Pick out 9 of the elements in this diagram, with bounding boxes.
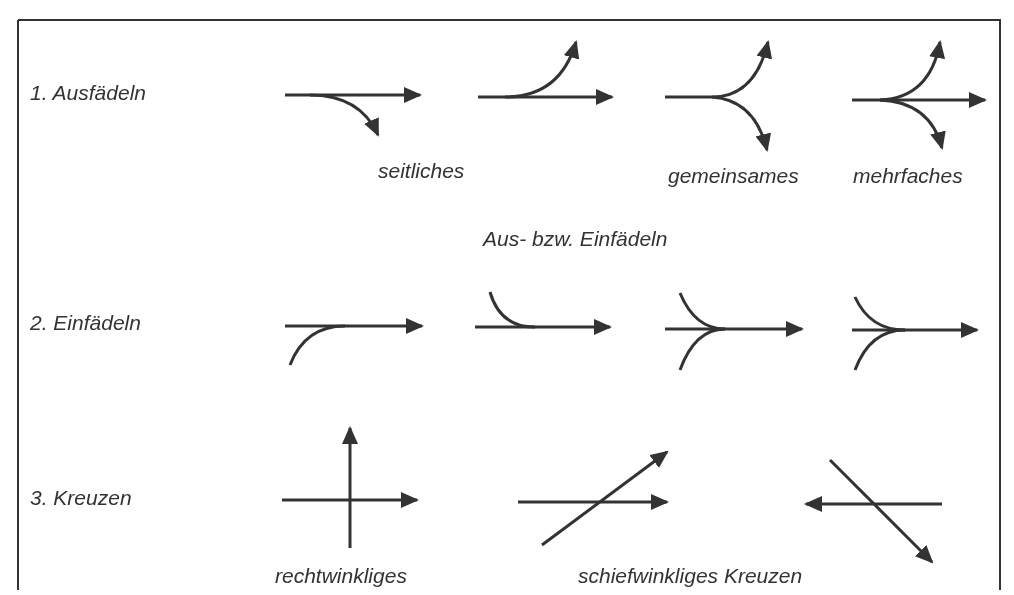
- symbol-caption: seitliches: [378, 158, 465, 184]
- symbol-caption: rechtwinkliges: [275, 563, 407, 589]
- row-heading: 1. Ausfädeln: [30, 80, 146, 106]
- symbol-caption: Aus- bzw. Einfädeln: [483, 226, 668, 252]
- row-heading: 2. Einfädeln: [30, 310, 141, 336]
- symbol-caption: schiefwinkliges Kreuzen: [578, 563, 803, 589]
- symbol-caption: gemeinsames: [668, 163, 799, 189]
- row-heading: 3. Kreuzen: [30, 485, 132, 511]
- symbol-caption: mehrfaches: [853, 163, 963, 189]
